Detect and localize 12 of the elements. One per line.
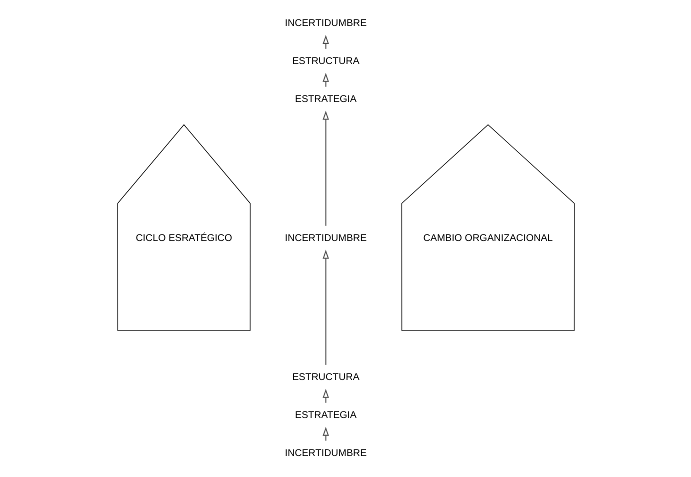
node-text: INCERTIDUMBRE [284, 233, 366, 244]
arrow [322, 388, 329, 403]
arrow [322, 250, 329, 365]
node-text: INCERTIDUMBRE [284, 448, 366, 459]
node-text: INCERTIDUMBRE [284, 18, 366, 30]
arrow [322, 110, 329, 226]
node-text: ESTRATEGIA [294, 410, 356, 422]
node-text: ESTRUCTURA [292, 56, 359, 68]
arrow [322, 72, 329, 87]
arrow [322, 34, 329, 49]
node-text: ESTRUCTURA [292, 372, 359, 384]
node-text: ESTRATEGIA [294, 94, 356, 106]
